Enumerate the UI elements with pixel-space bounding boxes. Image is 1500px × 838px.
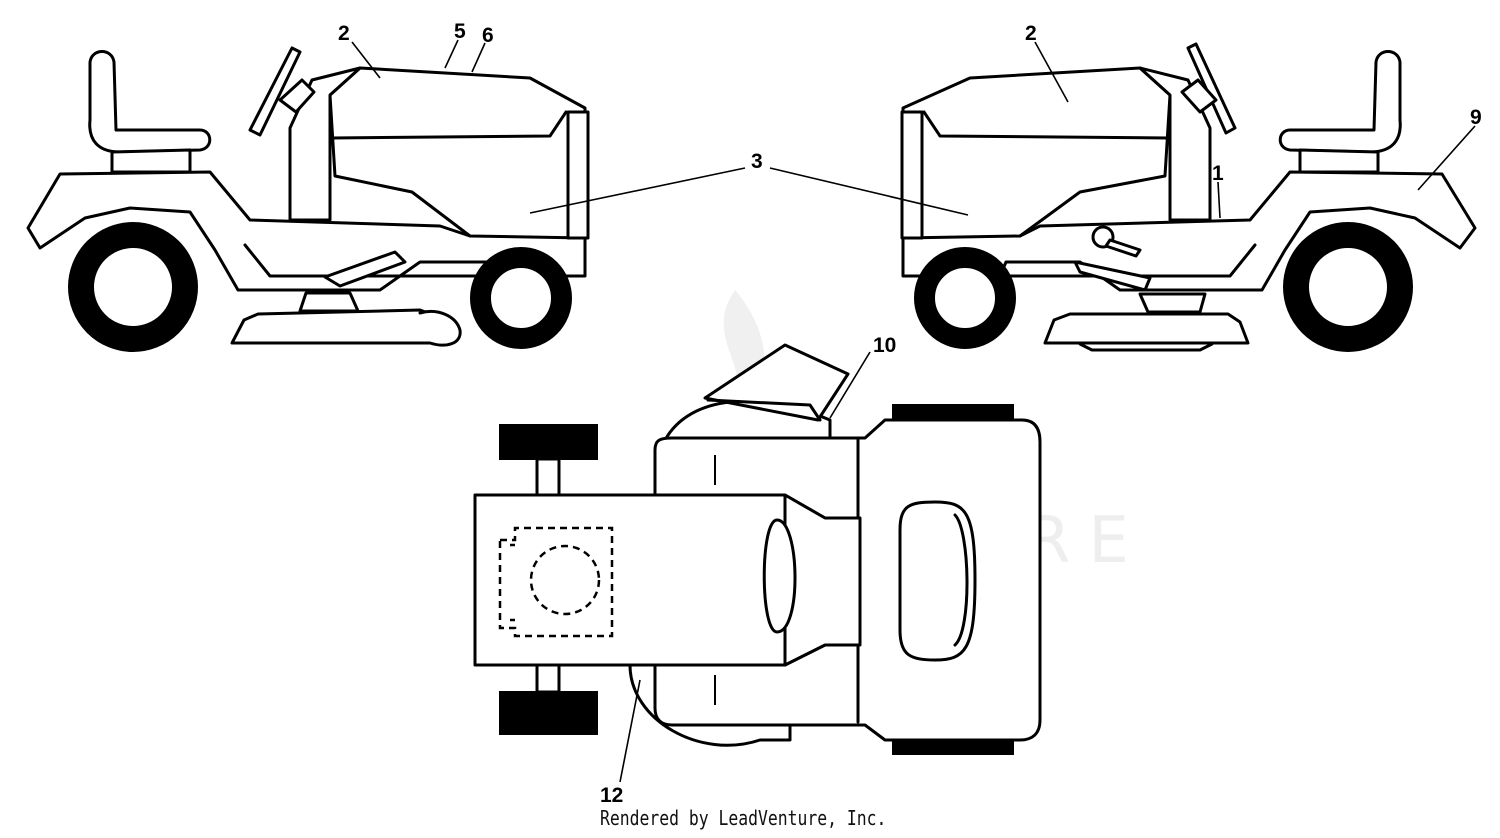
steering-column-left (278, 78, 316, 114)
credit-text: Rendered by LeadVenture, Inc. (600, 806, 887, 830)
leader-12 (619, 679, 641, 783)
grille-left (566, 110, 590, 240)
callout-9: 9 (1470, 106, 1482, 129)
rear-tyre-top-lower (892, 739, 1014, 755)
callout-12: 12 (600, 784, 623, 807)
leader-10 (829, 351, 871, 419)
mower-deck-right (1043, 312, 1250, 345)
chute-edge-top (706, 398, 822, 422)
callout-1: 1 (1212, 162, 1224, 185)
callout-6: 6 (482, 24, 494, 47)
hood-left (328, 66, 587, 240)
tractor-body-right (901, 170, 1477, 292)
tractor-right-view (900, 42, 1477, 352)
air-filter-outline-top (529, 544, 601, 616)
hood-right (901, 66, 1172, 240)
seat-left (88, 50, 212, 154)
dash-panel-left (288, 66, 362, 222)
leader-5 (444, 39, 459, 69)
lift-lever (1104, 238, 1142, 258)
tractor-left-view (26, 46, 590, 352)
leader-2-right (1034, 41, 1069, 103)
deck-hanger-left (298, 291, 360, 313)
step-bar-left (323, 250, 407, 288)
leader-2-left (351, 41, 381, 79)
seat-base-right (1298, 148, 1380, 174)
deck-lip-right (1078, 342, 1214, 352)
seat-top (898, 500, 977, 662)
callout-2-left: 2 (338, 22, 350, 45)
callout-10: 10 (873, 334, 896, 357)
leader-3-left (529, 167, 746, 214)
leader-1 (1217, 181, 1221, 219)
callout-2-right: 2 (1025, 22, 1037, 45)
callout-5: 5 (454, 20, 466, 43)
leader-3-right (769, 167, 969, 216)
front-tyre-top-right (499, 691, 598, 735)
seat-base-left (110, 148, 192, 174)
frame-left (243, 243, 507, 278)
leader-9 (1417, 125, 1476, 191)
hood-rear-top (783, 493, 862, 667)
step-bar-right (1073, 260, 1152, 292)
steering-wheel-top (762, 518, 797, 634)
tractor-top-view (473, 343, 1042, 755)
deck-hanger-right (1138, 292, 1207, 314)
frame-right (998, 243, 1257, 278)
callout-3: 3 (751, 150, 763, 173)
leader-6 (471, 42, 486, 73)
mower-deck-left (230, 308, 448, 345)
front-axle-stub-top (535, 457, 561, 497)
dash-panel-right (1138, 66, 1212, 222)
hood-crease-left (330, 110, 568, 140)
front-axle-stub-bottom (535, 662, 561, 694)
rear-tyre-top-upper (892, 404, 1014, 420)
engine-outline-top (498, 526, 614, 638)
grille-right (900, 110, 924, 240)
steering-wheel-left (248, 46, 302, 137)
seat-right (1278, 50, 1402, 154)
steering-column-right (1180, 78, 1218, 114)
discharge-chute-left (418, 310, 462, 347)
tractor-body-left (26, 170, 587, 292)
callouts: 2 5 6 2 3 1 9 10 12 (338, 20, 1482, 807)
steering-wheel-right (1186, 42, 1237, 135)
front-tyre-top-left (499, 424, 598, 460)
seat-back-top (953, 513, 969, 647)
hood-crease-right (922, 110, 1170, 140)
